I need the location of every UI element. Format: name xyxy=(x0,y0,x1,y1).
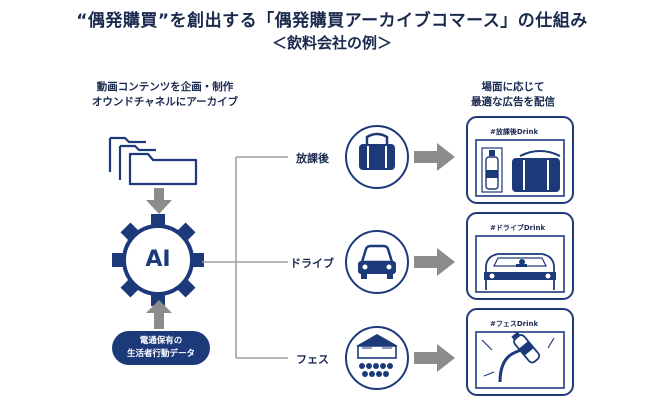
bag-icon xyxy=(345,125,409,189)
car-icon xyxy=(345,230,409,294)
phone-mockup-2 xyxy=(466,212,574,300)
connector-lines xyxy=(202,156,288,359)
delivery-label-line1: 場面に応じて xyxy=(481,81,545,93)
archive-label-line2: オウンドチャネルにアーカイブ xyxy=(91,96,239,108)
delivery-label-line2: 最適な広告を配信 xyxy=(471,96,555,108)
phone-tag-after-school: #放課後Drink xyxy=(490,128,539,136)
arrow-down-icon xyxy=(146,188,172,214)
arrow-up-icon xyxy=(146,300,172,329)
page-title: “偶発購買”を創出する「偶発購買アーカイブコマース」の仕組み xyxy=(76,11,588,31)
phone-tag-drive: #ドライブDrink xyxy=(490,224,546,232)
festival-icon xyxy=(345,326,409,390)
phone-mockup-1 xyxy=(466,116,574,204)
folder-stack-icon xyxy=(108,136,198,186)
phone-mockup-3 xyxy=(466,308,574,396)
data-pill-line2: 生活者行動データ xyxy=(126,349,195,359)
page-subtitle: ＜飲料会社の例＞ xyxy=(271,34,392,52)
scene-label-festival: フェス xyxy=(296,353,329,366)
scene-label-after-school: 放課後 xyxy=(296,152,329,165)
ai-gear-icon xyxy=(112,214,204,306)
data-pill-line1: 電通保有の xyxy=(139,336,183,346)
ai-label: AI xyxy=(145,247,171,272)
phone-tag-festival: #フェスDrink xyxy=(490,320,539,328)
arrow-right-icons xyxy=(414,143,455,372)
archive-label: 動画コンテンツを企画・制作 オウンドチャネルにアーカイブ xyxy=(60,80,270,110)
behavior-data-pill: 電通保有の 生活者行動データ xyxy=(112,331,210,365)
scene-label-drive: ドライブ xyxy=(290,257,334,270)
archive-label-line1: 動画コンテンツを企画・制作 xyxy=(96,81,234,93)
delivery-label: 場面に応じて 最適な広告を配信 xyxy=(448,80,578,110)
